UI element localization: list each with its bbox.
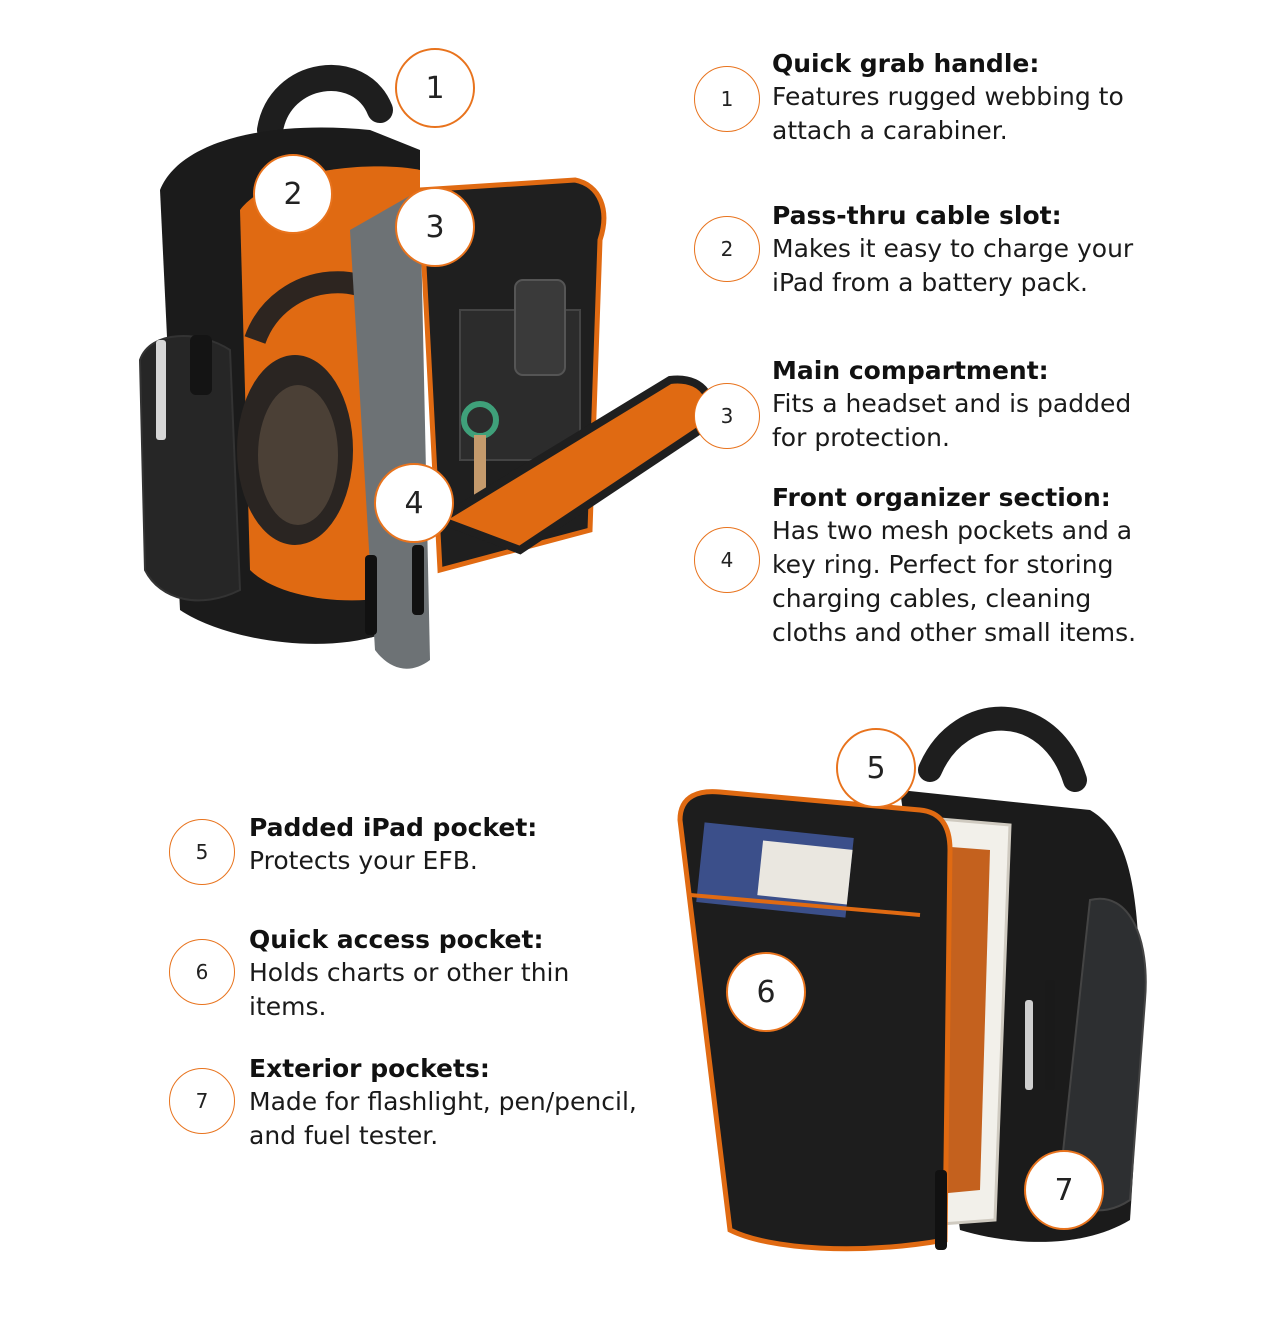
feature-description: Fits a headset and is padded for protect… xyxy=(772,389,1132,452)
callout-2: 2 xyxy=(253,154,333,234)
feature-padded-ipad-pocket: Padded iPad pocket: Protects your EFB. xyxy=(249,812,669,878)
feature-title: Padded iPad pocket: xyxy=(249,813,538,842)
feature-exterior-pockets: Exterior pockets: Made for flashlight, p… xyxy=(249,1053,669,1153)
bag-photo-ipad-pocket xyxy=(660,700,1180,1260)
feature-description: Holds charts or other thin items. xyxy=(249,958,570,1021)
feature-title: Front organizer section: xyxy=(772,483,1111,512)
feature-description: Protects your EFB. xyxy=(249,846,478,875)
feature-number-3: 3 xyxy=(694,383,760,449)
callout-3: 3 xyxy=(395,187,475,267)
feature-description: Features rugged webbing to attach a cara… xyxy=(772,82,1124,145)
feature-number-2: 2 xyxy=(694,216,760,282)
feature-number-4: 4 xyxy=(694,527,760,593)
feature-description: Makes it easy to charge your iPad from a… xyxy=(772,234,1134,297)
feature-description: Made for flashlight, pen/pencil, and fue… xyxy=(249,1087,637,1150)
feature-title: Quick grab handle: xyxy=(772,49,1040,78)
feature-title: Pass-thru cable slot: xyxy=(772,201,1062,230)
feature-title: Quick access pocket: xyxy=(249,925,544,954)
feature-description: Has two mesh pockets and a key ring. Per… xyxy=(772,516,1137,647)
bag-photo-open-main xyxy=(120,50,720,680)
callout-4: 4 xyxy=(374,463,454,543)
feature-front-organizer-section: Front organizer section: Has two mesh po… xyxy=(772,482,1212,650)
feature-title: Exterior pockets: xyxy=(249,1054,490,1083)
feature-quick-access-pocket: Quick access pocket: Holds charts or oth… xyxy=(249,924,669,1024)
feature-quick-grab-handle: Quick grab handle: Features rugged webbi… xyxy=(772,48,1192,148)
feature-number-6: 6 xyxy=(169,939,235,1005)
callout-6: 6 xyxy=(726,952,806,1032)
feature-main-compartment: Main compartment: Fits a headset and is … xyxy=(772,355,1192,455)
callout-7: 7 xyxy=(1024,1150,1104,1230)
feature-pass-thru-cable-slot: Pass-thru cable slot: Makes it easy to c… xyxy=(772,200,1192,300)
feature-number-5: 5 xyxy=(169,819,235,885)
feature-title: Main compartment: xyxy=(772,356,1049,385)
feature-number-7: 7 xyxy=(169,1068,235,1134)
callout-5: 5 xyxy=(836,728,916,808)
feature-number-1: 1 xyxy=(694,66,760,132)
callout-1: 1 xyxy=(395,48,475,128)
